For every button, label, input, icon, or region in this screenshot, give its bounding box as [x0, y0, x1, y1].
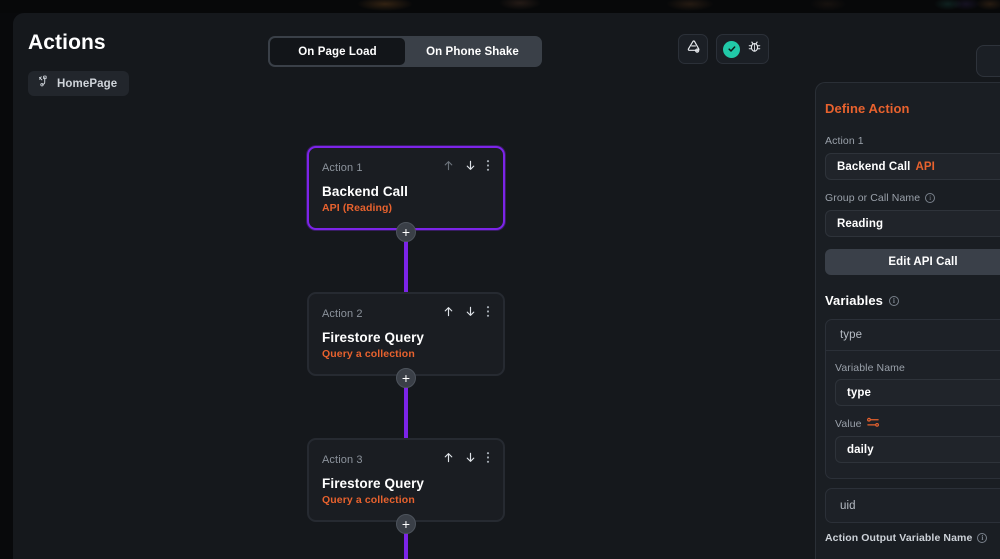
- breadcrumb-homepage[interactable]: HomePage: [28, 71, 130, 96]
- node-header: Action 3: [322, 451, 490, 469]
- action-label: Action 1: [825, 135, 864, 147]
- route-node-icon: [37, 75, 50, 93]
- variables-section-title: Variables i: [825, 293, 1000, 308]
- variable-card-type: type Variable Name type Value: [825, 319, 1000, 479]
- variable-name-value: type: [847, 386, 872, 399]
- node-more-menu-icon[interactable]: [486, 451, 490, 469]
- add-action-button-2[interactable]: +: [396, 368, 416, 388]
- browser-chrome-strip: [0, 0, 1000, 13]
- node-action-icons: [442, 159, 490, 177]
- variable-value-value: daily: [847, 443, 874, 456]
- panel-title: Define Action: [825, 101, 910, 116]
- node-action-icons: [442, 305, 490, 323]
- add-action-button-1[interactable]: +: [396, 222, 416, 242]
- node-index-label: Action 2: [322, 308, 363, 320]
- node-header: Action 2: [322, 305, 490, 323]
- page-header: Actions HomePage On Page Load On Phone S…: [13, 13, 1000, 105]
- status-check-icon[interactable]: [723, 40, 740, 58]
- node-title: Firestore Query: [322, 476, 425, 491]
- action-node-3[interactable]: Action 3: [307, 438, 505, 534]
- variable-value-label-text: Value: [835, 418, 862, 430]
- group-name-value: Reading: [837, 217, 884, 230]
- action-node-1[interactable]: Action 1: [307, 146, 505, 242]
- action-output-variable-label-text: Action Output Variable Name: [825, 532, 973, 544]
- tab-on-phone-shake[interactable]: On Phone Shake: [426, 45, 519, 58]
- group-name-label-text: Group or Call Name: [825, 192, 921, 204]
- group-name-input[interactable]: Reading: [825, 210, 1000, 237]
- connector-line-3: [404, 538, 408, 559]
- info-icon[interactable]: i: [977, 533, 988, 543]
- node-header: Action 1: [322, 159, 490, 177]
- action-output-variable-label: Action Output Variable Name i: [825, 532, 1000, 544]
- action-type-accent: API: [915, 160, 935, 173]
- node-index-label: Action 3: [322, 454, 363, 466]
- move-up-icon[interactable]: [442, 305, 455, 323]
- node-subtitle: API (Reading): [322, 202, 393, 214]
- node-more-menu-icon[interactable]: [486, 305, 490, 323]
- add-action-button-3[interactable]: +: [396, 514, 416, 534]
- action-type-value: Backend Call: [837, 160, 911, 173]
- page-title: Actions: [28, 31, 106, 54]
- action-node-list: Action 1: [307, 146, 505, 559]
- info-icon[interactable]: i: [889, 295, 899, 306]
- node-action-icons: [442, 451, 490, 469]
- node-index-label: Action 1: [322, 162, 363, 174]
- edit-api-call-button[interactable]: Edit API Call: [825, 249, 1000, 275]
- define-action-panel: Define Action Action 1 Backend Call API …: [815, 82, 1000, 559]
- debug-bug-icon[interactable]: [747, 39, 762, 59]
- set-variable-icon[interactable]: [866, 417, 879, 431]
- node-title: Firestore Query: [322, 330, 425, 345]
- status-debug-group[interactable]: [716, 34, 769, 64]
- move-down-icon[interactable]: [464, 451, 477, 469]
- variable-value-label: Value: [835, 417, 1000, 431]
- node-title: Backend Call: [322, 184, 408, 199]
- node-subtitle: Query a collection: [322, 494, 415, 506]
- breadcrumb-label: HomePage: [57, 77, 118, 90]
- action-type-select[interactable]: Backend Call API: [825, 153, 1000, 180]
- event-tab-switcher: On Page Load On Phone Shake: [268, 36, 542, 67]
- action-node-2[interactable]: Action 2: [307, 292, 505, 388]
- flow-palette-icon: [686, 39, 701, 59]
- tab-on-page-load[interactable]: On Page Load: [270, 38, 405, 65]
- move-down-icon[interactable]: [464, 159, 477, 177]
- move-up-icon[interactable]: [442, 159, 455, 177]
- variable-header[interactable]: type: [826, 320, 1000, 351]
- info-icon[interactable]: i: [925, 193, 936, 203]
- group-name-label: Group or Call Name i: [825, 192, 1000, 204]
- right-edge-button[interactable]: [976, 45, 1000, 77]
- variable-name-input[interactable]: type: [835, 379, 1000, 406]
- variable-header[interactable]: uid: [840, 499, 856, 512]
- flow-palette-button[interactable]: [678, 34, 708, 64]
- move-up-icon[interactable]: [442, 451, 455, 469]
- app-panel: Actions HomePage On Page Load On Phone S…: [13, 13, 1000, 559]
- node-subtitle: Query a collection: [322, 348, 415, 360]
- variable-name-label: Variable Name: [835, 362, 905, 374]
- variable-body: Variable Name type Value: [826, 351, 1000, 478]
- variable-value-input[interactable]: daily: [835, 436, 1000, 463]
- move-down-icon[interactable]: [464, 305, 477, 323]
- variables-title-text: Variables: [825, 293, 883, 308]
- variable-card-uid[interactable]: uid: [825, 488, 1000, 523]
- node-more-menu-icon[interactable]: [486, 159, 490, 177]
